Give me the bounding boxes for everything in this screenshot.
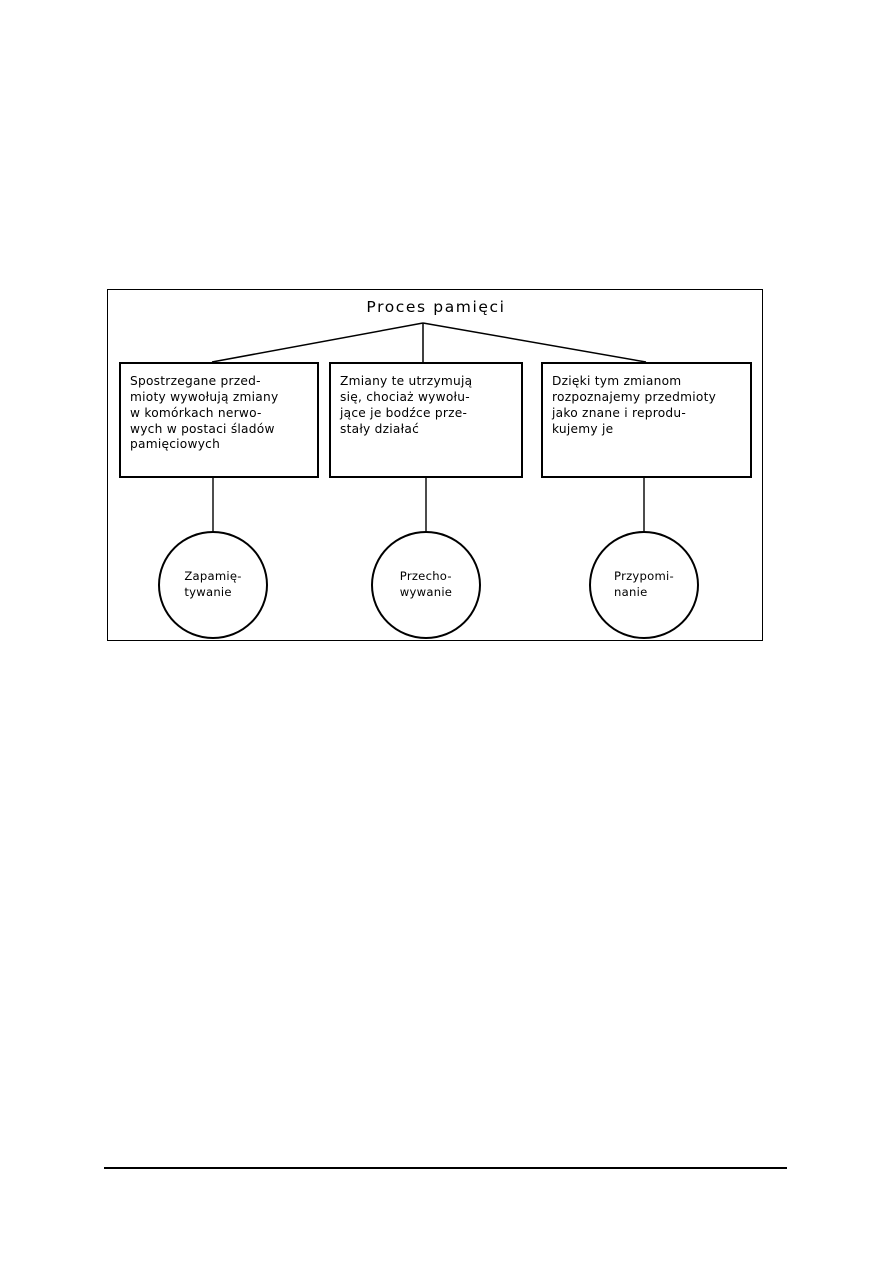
diagram-title: Proces pamięci [366, 298, 506, 316]
node-box-text: Dzięki tym zmianom rozpoznajemy przedmio… [552, 374, 717, 436]
node-box-text: Spostrzegane przed- mioty wywołują zmian… [130, 374, 279, 452]
node-box-przypominanie: Dzięki tym zmianom rozpoznajemy przedmio… [541, 362, 752, 478]
figure-frame: Proces pamięci Spostrzegane przed- mioty… [107, 289, 763, 641]
node-circle-text: Przecho- wywanie [399, 569, 453, 599]
node-circle-text: Przypomi- nanie [614, 569, 674, 599]
footer-horizontal-rule [104, 1167, 787, 1169]
node-box-text: Zmiany te utrzymują się, chociaż wywołu-… [340, 374, 473, 436]
node-circle-text: Zapamię- tywanie [184, 569, 242, 599]
node-box-zapamietywanie: Spostrzegane przed- mioty wywołują zmian… [119, 362, 319, 478]
node-circle-zapamietywanie: Zapamię- tywanie [158, 531, 268, 639]
node-box-przechowywanie: Zmiany te utrzymują się, chociaż wywołu-… [329, 362, 523, 478]
node-circle-przechowywanie: Przecho- wywanie [371, 531, 481, 639]
node-circle-przypominanie: Przypomi- nanie [589, 531, 699, 639]
